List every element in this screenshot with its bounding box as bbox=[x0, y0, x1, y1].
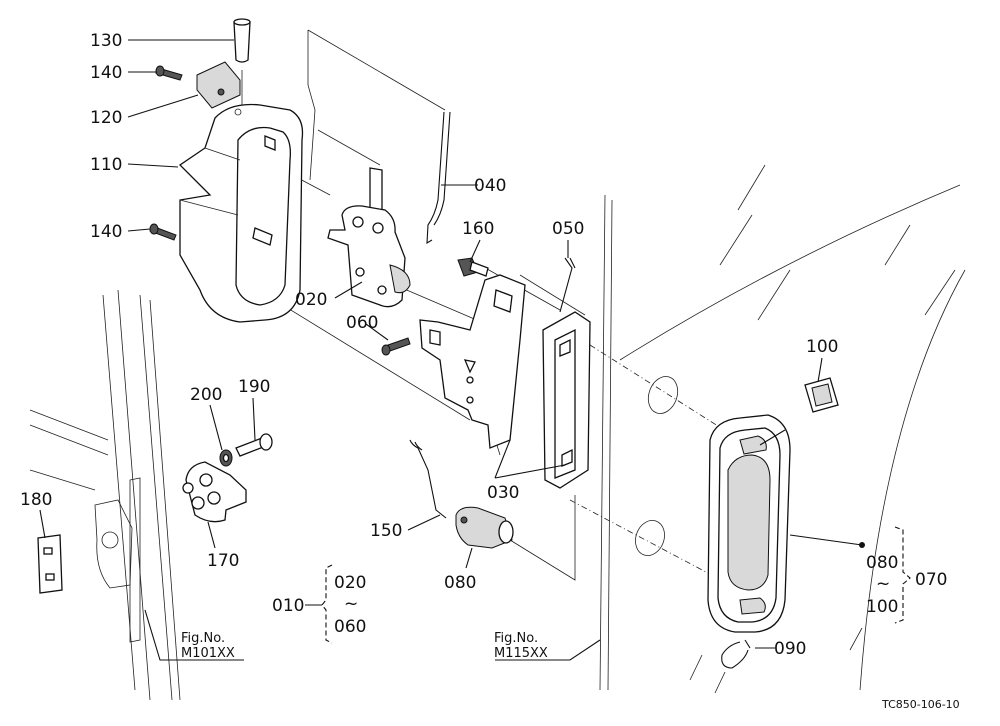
label-020: 020 bbox=[295, 290, 327, 310]
part-020-latch bbox=[327, 167, 411, 308]
part-060-screw bbox=[381, 337, 411, 356]
part-170-bracket bbox=[182, 461, 247, 523]
label-160: 160 bbox=[462, 219, 494, 239]
label-090: 090 bbox=[774, 639, 806, 659]
part-040-rod bbox=[426, 111, 451, 245]
part-080-lock-cylinder bbox=[455, 506, 514, 549]
part-labels: 130 140 120 110 140 040 020 160 050 060 … bbox=[20, 31, 960, 711]
fig-ref-left-line1: Fig.No. bbox=[181, 631, 225, 646]
part-070-outer-handle bbox=[707, 414, 791, 633]
group-010-tilde: ~ bbox=[344, 594, 358, 614]
group-010-to: 060 bbox=[334, 617, 366, 637]
door-holes bbox=[635, 376, 679, 556]
part-160-bolt bbox=[457, 257, 489, 277]
label-130: 130 bbox=[90, 31, 122, 51]
label-190: 190 bbox=[238, 377, 270, 397]
label-040: 040 bbox=[474, 176, 506, 196]
group-070-bracket bbox=[894, 526, 911, 624]
label-050: 050 bbox=[552, 219, 584, 239]
part-130-pin bbox=[233, 18, 251, 63]
label-030: 030 bbox=[487, 483, 519, 503]
group-010-bracket bbox=[305, 564, 333, 644]
part-120-cap bbox=[196, 61, 241, 109]
label-110: 110 bbox=[90, 155, 122, 175]
fig-ref-mid-line2: M115XX bbox=[494, 646, 548, 661]
group-070-tilde: ~ bbox=[876, 574, 890, 594]
label-150: 150 bbox=[370, 521, 402, 541]
group-070-to: 100 bbox=[866, 597, 898, 617]
part-140-screw-top bbox=[155, 65, 183, 81]
door-hinge-area bbox=[94, 477, 141, 643]
leader-lines bbox=[39, 39, 865, 661]
part-090-clip bbox=[721, 639, 751, 669]
group-070-from: 080 bbox=[866, 553, 898, 573]
label-060: 060 bbox=[346, 313, 378, 333]
part-190-bolt bbox=[235, 433, 273, 457]
label-140-bottom: 140 bbox=[90, 222, 122, 242]
label-100: 100 bbox=[806, 337, 838, 357]
part-030-base-plate bbox=[419, 274, 526, 449]
part-140-screw-bottom bbox=[149, 223, 177, 241]
part-180-plate bbox=[37, 534, 63, 594]
label-170: 170 bbox=[207, 551, 239, 571]
part-200-washer bbox=[219, 449, 233, 467]
group-010-from: 020 bbox=[334, 573, 366, 593]
part-110-cover bbox=[178, 103, 304, 323]
part-100-pad bbox=[804, 377, 839, 413]
part-030-retainer bbox=[542, 311, 591, 489]
label-180: 180 bbox=[20, 490, 52, 510]
fig-ref-mid-line1: Fig.No. bbox=[494, 631, 538, 646]
label-080: 080 bbox=[444, 573, 476, 593]
fig-ref-left-line2: M101XX bbox=[181, 646, 235, 661]
label-200: 200 bbox=[190, 385, 222, 405]
group-070-label: 070 bbox=[915, 570, 947, 590]
part-050-spring bbox=[559, 257, 576, 313]
drawing-code: TC850-106-10 bbox=[881, 698, 960, 711]
label-120: 120 bbox=[90, 108, 122, 128]
part-150-rod bbox=[409, 439, 447, 519]
group-010-label: 010 bbox=[272, 596, 304, 616]
door-frame-lines bbox=[29, 164, 966, 701]
label-140-top: 140 bbox=[90, 63, 122, 83]
